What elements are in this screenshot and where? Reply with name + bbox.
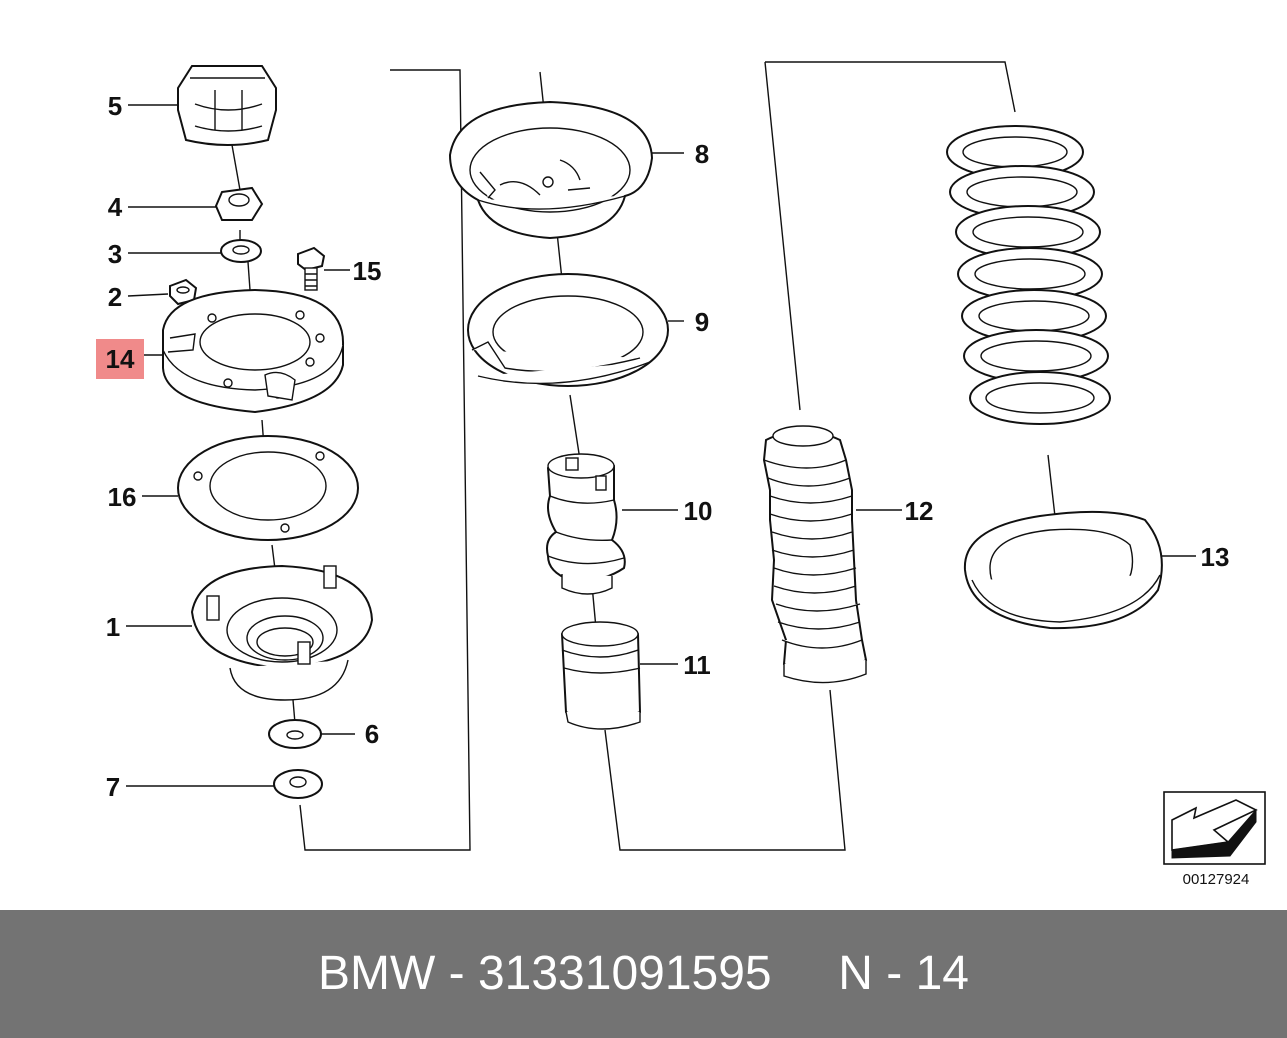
footer-bar: BMW - 31331091595 N - 14	[0, 910, 1287, 1038]
part-6-washer	[268, 719, 322, 749]
part-4-nut	[214, 186, 264, 221]
callout-12: 12	[905, 496, 934, 526]
part-9-spring-pad	[467, 273, 669, 387]
callout-9: 9	[695, 307, 709, 337]
part-16-gasket	[177, 435, 359, 541]
axis-line	[231, 144, 241, 191]
callout-4: 4	[108, 192, 123, 222]
orientation-arrow-icon	[1163, 791, 1266, 865]
assembly-bracket-left	[299, 69, 471, 851]
callout-2: 2	[108, 282, 122, 312]
part-3-washer	[220, 239, 262, 263]
callout-14-highlight	[96, 339, 144, 379]
callout-15: 15	[353, 256, 382, 286]
callout-8: 8	[695, 139, 709, 169]
part-5-cap	[177, 65, 277, 146]
leader-line-2	[127, 293, 169, 297]
part-7-washer	[273, 769, 323, 799]
part-8-upper-spring-seat	[448, 100, 654, 240]
part-10-bump-stop	[546, 453, 626, 595]
part-12-dust-bellows	[762, 425, 868, 684]
assembly-bracket-link	[764, 61, 801, 411]
part-spring-coil	[946, 125, 1111, 425]
callout-5: 5	[108, 91, 122, 121]
callout-16: 16	[108, 482, 137, 512]
part-13-lower-spring-pad	[963, 510, 1163, 630]
part-1-strut-mount	[190, 564, 374, 701]
assembly-bracket-right	[765, 61, 1016, 113]
callout-7: 7	[106, 772, 120, 802]
axis-line	[569, 394, 581, 461]
callout-14: 14	[106, 344, 135, 374]
part-number-caption: BMW - 31331091595 N - 14	[318, 947, 969, 1000]
diagram-reference-code: 00127924	[1183, 871, 1250, 888]
callout-13: 13	[1201, 542, 1230, 572]
callout-11: 11	[683, 650, 711, 680]
part-11-protective-cap	[560, 621, 642, 730]
callout-10: 10	[684, 496, 713, 526]
part-14-mounting-plate	[162, 288, 345, 414]
assembly-bracket-bottom	[604, 689, 846, 851]
callout-3: 3	[108, 239, 122, 269]
exploded-parts-diagram: 5 4 3 2 14 16 1 6 7 15 8 9 10 11 12 13 0…	[96, 61, 1266, 888]
part-15-bolt	[297, 246, 326, 291]
callout-1: 1	[106, 612, 120, 642]
callout-6: 6	[365, 719, 379, 749]
